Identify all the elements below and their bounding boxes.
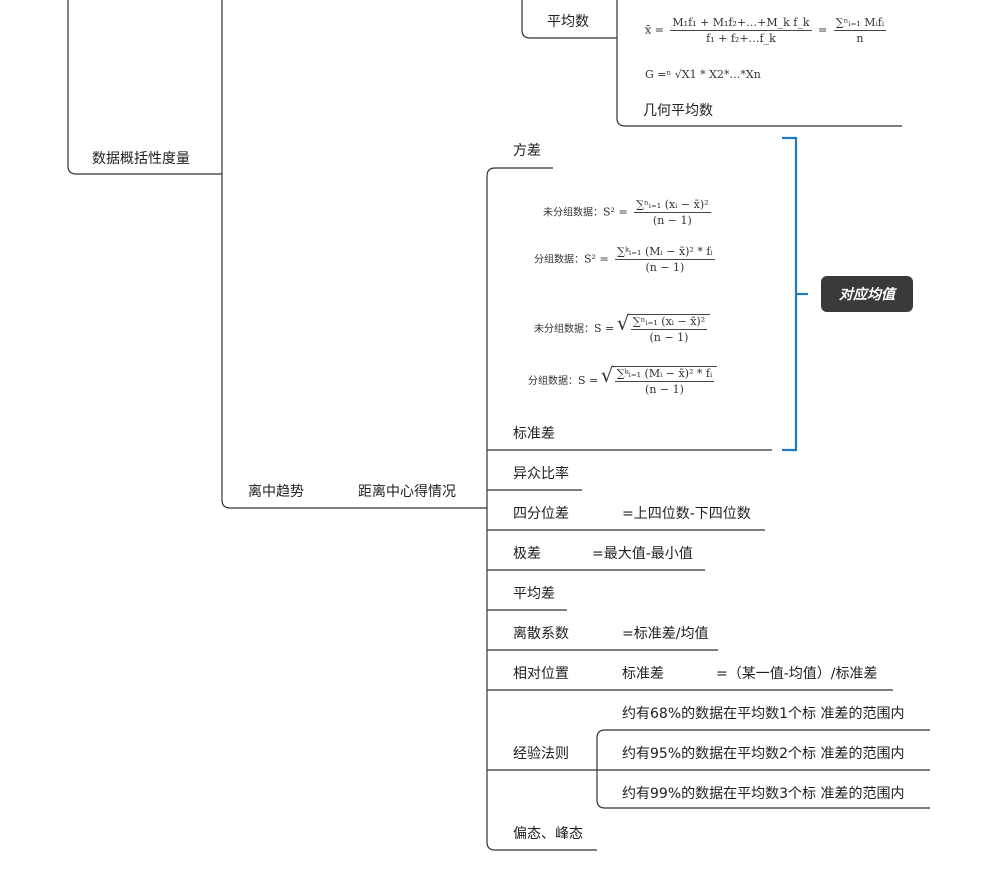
node-skewness-kurtosis[interactable]: 偏态、峰态 [513,826,583,842]
node-relative-position-stddev[interactable]: 标准差 [622,666,664,682]
node-mean-deviation[interactable]: 平均差 [513,586,555,602]
node-empirical-rule[interactable]: 经验法则 [513,746,569,762]
node-data-summary-measures[interactable]: 数据概括性度量 [92,151,190,167]
formula-variance-ungrouped: 未分组数据：S² = ∑ⁿᵢ₌₁ (xᵢ − x̄)²(n − 1) [543,198,711,227]
node-range[interactable]: 极差 [513,546,541,562]
node-empirical-68[interactable]: 约有68%的数据在平均数1个标 准差的范围内 [622,706,905,722]
node-mean[interactable]: 平均数 [547,14,589,30]
node-interquartile-range[interactable]: 四分位差 [513,506,569,522]
formula-stddev-ungrouped: 未分组数据：S = ∑ⁿᵢ₌₁ (xᵢ − x̄)²(n − 1) [534,311,711,344]
formula-geometric-mean: G =ⁿ √X1 * X2*…*Xn [645,68,761,81]
node-standard-deviation[interactable]: 标准差 [513,426,555,442]
callout-corresponds-to-mean[interactable]: 对应均值 [821,276,913,312]
node-empirical-95[interactable]: 约有95%的数据在平均数2个标 准差的范围内 [622,746,905,762]
node-variance[interactable]: 方差 [513,143,541,159]
node-distance-from-center[interactable]: 距离中心得情况 [358,484,456,500]
node-relative-position[interactable]: 相对位置 [513,666,569,682]
node-geometric-mean[interactable]: 几何平均数 [643,103,713,119]
node-variation-ratio[interactable]: 异众比率 [513,466,569,482]
note-interquartile-range: =上四位数-下四位数 [622,506,751,522]
formula-stddev-grouped: 分组数据：S = ∑ᵏᵢ₌₁ (Mᵢ − x̄)² * fᵢ(n − 1) [528,363,718,396]
node-dispersion[interactable]: 离中趋势 [248,484,304,500]
note-relative-position: =（某一值-均值）/标准差 [716,666,878,682]
node-coefficient-of-variation[interactable]: 离散系数 [513,626,569,642]
formula-variance-grouped: 分组数据：S² = ∑ᵏᵢ₌₁ (Mᵢ − x̄)² * fᵢ(n − 1) [534,245,715,274]
node-empirical-99[interactable]: 约有99%的数据在平均数3个标 准差的范围内 [622,786,905,802]
note-coefficient-of-variation: =标准差/均值 [622,626,709,642]
note-range: =最大值-最小值 [592,546,693,562]
